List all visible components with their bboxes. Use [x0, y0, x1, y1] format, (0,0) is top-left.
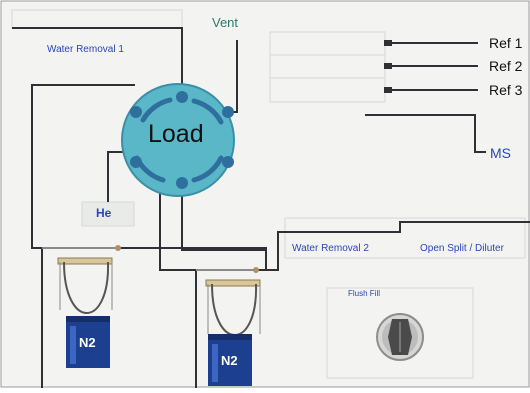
pipe-ms	[365, 114, 486, 153]
pipe-trap1-out	[120, 247, 267, 270]
rotary-valve-icon[interactable]	[121, 83, 235, 197]
dewar-n2-icon	[208, 334, 252, 386]
trap-loop-icon	[41, 245, 121, 388]
pipe-water-removal-2	[258, 221, 530, 271]
trap-loop-icon	[195, 267, 261, 388]
n2-right-label: N2	[221, 353, 238, 368]
vent-label: Vent	[212, 15, 239, 30]
pipe-trap-link	[181, 183, 266, 251]
pipe-trap2-left	[159, 175, 196, 271]
ms-label: MS	[490, 145, 511, 161]
flush-fill-knob-icon[interactable]	[376, 313, 424, 361]
n2-left-label: N2	[79, 335, 96, 350]
ref-2-label: Ref 2	[489, 58, 523, 74]
he-label: He	[96, 206, 112, 220]
pipe-left-loop	[31, 84, 135, 249]
ref-3-label: Ref 3	[489, 82, 523, 98]
ref-1-label: Ref 1	[489, 35, 523, 51]
water-removal-1-label: Water Removal 1	[47, 44, 124, 55]
flush-fill-label: Flush Fill	[348, 289, 381, 298]
dewar-n2-icon	[66, 316, 110, 368]
pipes	[12, 27, 530, 271]
load-label[interactable]: Load	[148, 120, 204, 148]
pipe-water-removal-1	[12, 27, 183, 98]
open-split-label: Open Split / Diluter	[420, 243, 504, 254]
water-removal-2-label: Water Removal 2	[292, 243, 369, 254]
ref-connectors	[384, 40, 392, 93]
